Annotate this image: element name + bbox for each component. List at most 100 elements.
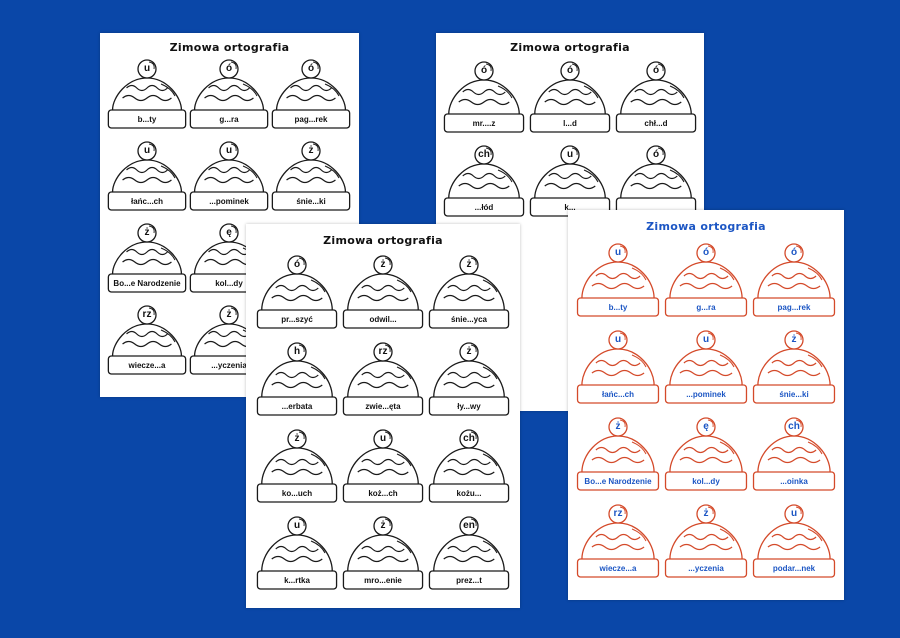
missing-letter: u — [143, 63, 151, 74]
pompom-shine — [619, 506, 626, 515]
hat-dome — [534, 163, 606, 199]
hat-shine — [160, 83, 176, 97]
hat-shine — [719, 528, 735, 542]
pompom — [301, 141, 321, 161]
missing-letter: en — [463, 520, 475, 531]
hat-dome — [620, 163, 692, 199]
hat-wave — [679, 282, 733, 290]
missing-letter: ó — [566, 65, 574, 76]
word-with-gap: b...ty — [137, 115, 157, 124]
hat-wave — [683, 272, 729, 280]
hat-brim — [664, 384, 748, 404]
hat-wave — [126, 248, 168, 256]
hat-wave — [595, 533, 641, 541]
hat-wave — [771, 533, 817, 541]
winter-hat-icon — [443, 145, 525, 217]
word-with-gap: pr...szyć — [281, 315, 313, 324]
pompom — [784, 243, 804, 263]
hat-shine — [396, 453, 412, 467]
word-with-gap: wiecze...a — [599, 564, 637, 573]
winter-hat-icon — [576, 330, 660, 404]
hat-wave — [462, 88, 506, 96]
hat-wave — [361, 284, 405, 292]
word-with-gap: kożu... — [456, 489, 482, 498]
word-with-gap: mro...enie — [364, 576, 402, 585]
hat-dome — [669, 522, 743, 560]
hat-brim — [443, 197, 525, 217]
hat-brim — [664, 297, 748, 317]
hat-shine — [324, 165, 340, 179]
missing-letter: ó — [702, 247, 710, 258]
word-with-gap: g...ra — [696, 303, 716, 312]
hat-shine — [396, 279, 412, 293]
word-with-gap: ...erbata — [281, 402, 313, 411]
hat-wave — [447, 458, 491, 466]
pompom-shine — [619, 332, 626, 341]
pompom-shine — [707, 332, 714, 341]
hat-brim — [576, 558, 660, 578]
hat-dome — [757, 435, 831, 473]
hat-shine — [807, 267, 823, 281]
hat-dome — [347, 273, 419, 311]
missing-letter: u — [379, 433, 387, 444]
missing-letter: rz — [378, 346, 388, 357]
missing-letter: u — [225, 145, 233, 156]
winter-hat-icon — [256, 429, 338, 503]
hat-dome — [448, 79, 520, 115]
hat-wave — [204, 258, 254, 266]
winter-hat-icon — [664, 243, 748, 317]
word-with-gap: ko...uch — [281, 489, 313, 498]
hat-wave — [767, 282, 821, 290]
hat-shine — [807, 441, 823, 455]
hat-brim — [271, 109, 351, 129]
word-with-gap: ...yczenia — [688, 564, 724, 573]
winter-hat-icon — [189, 59, 269, 129]
pompom — [459, 516, 479, 536]
hat-wave — [357, 294, 409, 302]
hat-wave — [544, 182, 596, 190]
hat-wave — [679, 543, 733, 551]
pompom — [459, 429, 479, 449]
hat-dome — [111, 159, 183, 193]
hat-wave — [683, 359, 729, 367]
hat-dome — [433, 360, 505, 398]
pompom-shine — [470, 257, 477, 266]
pompom-shine — [795, 332, 802, 341]
winter-hat-icon — [576, 417, 660, 491]
missing-letter: ż — [308, 145, 314, 156]
word-with-gap: ...yczenia — [211, 361, 247, 370]
winter-hat-icon — [664, 504, 748, 578]
hat-shine — [310, 453, 326, 467]
hat-wave — [290, 84, 332, 92]
hat-dome — [669, 261, 743, 299]
hat-dome — [534, 79, 606, 115]
missing-letter: h — [293, 346, 301, 357]
pompom-shine — [619, 245, 626, 254]
hat-dome — [757, 348, 831, 386]
pompom-shine — [657, 147, 664, 156]
pompom — [137, 59, 157, 79]
hat-wave — [290, 166, 332, 174]
hat-wave — [443, 555, 495, 563]
pompom — [373, 516, 393, 536]
worksheet-title: Zimowa ortografia — [646, 220, 766, 233]
pompom — [784, 417, 804, 437]
pompom-shine — [707, 506, 714, 515]
hat-dome — [757, 522, 831, 560]
hat-brim — [342, 570, 424, 590]
hat-brim — [752, 384, 836, 404]
hat-dome — [111, 323, 183, 357]
winter-hat-icon — [752, 330, 836, 404]
pompom — [646, 145, 666, 165]
pompom — [459, 342, 479, 362]
hat-wave — [634, 172, 678, 180]
hat-wave — [361, 458, 405, 466]
